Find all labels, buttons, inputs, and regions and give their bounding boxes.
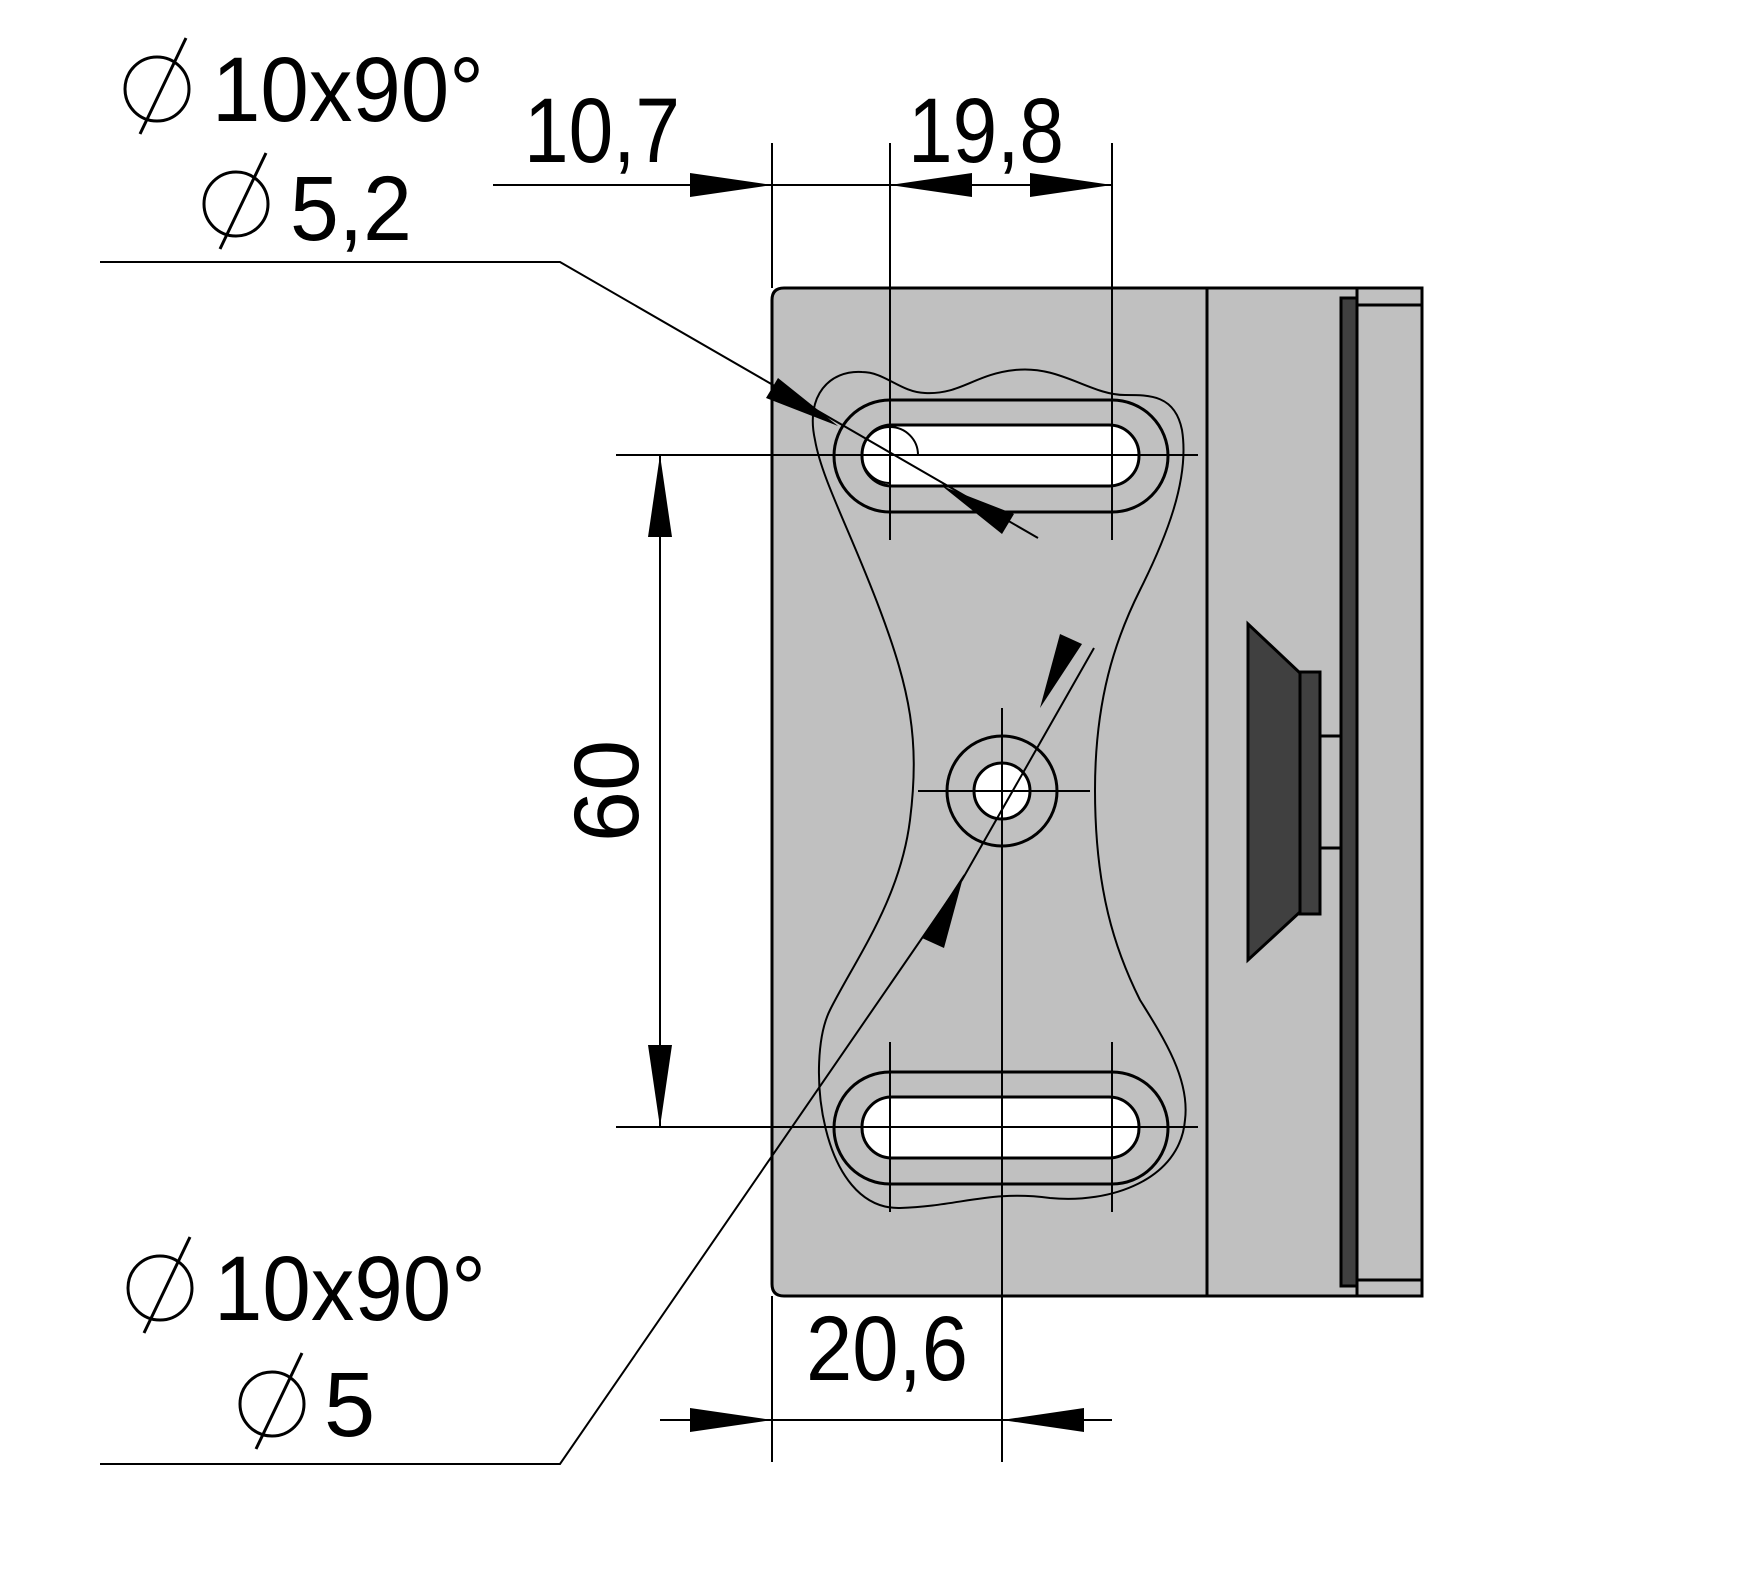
center-hole [918, 708, 1090, 1462]
callout-top-line2: 5,2 [290, 158, 412, 260]
dimension-bottom [660, 1408, 1112, 1432]
callout-bottom-line2: 5 [324, 1354, 375, 1456]
leader-bottom [100, 634, 1095, 1465]
dimension-20-6-label: 20,6 [806, 1298, 968, 1400]
callout-top-line1: 10x90° [212, 39, 484, 141]
leader-top [100, 261, 1039, 539]
extension-lines [616, 143, 1198, 1462]
diameter-symbol-top-2 [202, 152, 270, 250]
diameter-symbol-top-1 [123, 37, 191, 135]
clamp-wedge [1246, 620, 1343, 964]
dimension-vertical [648, 455, 672, 1127]
callout-bottom-line1: 10x90° [214, 1238, 486, 1340]
diameter-symbol-bottom-2 [238, 1352, 306, 1450]
pocket-contour [811, 288, 1209, 1296]
dimension-60-label: 60 [556, 740, 658, 842]
dimension-top [493, 173, 1112, 197]
dimension-19-8-label: 19,8 [908, 80, 1064, 182]
dimension-10-7-label: 10,7 [524, 80, 680, 182]
diameter-symbol-bottom-1 [126, 1236, 194, 1334]
